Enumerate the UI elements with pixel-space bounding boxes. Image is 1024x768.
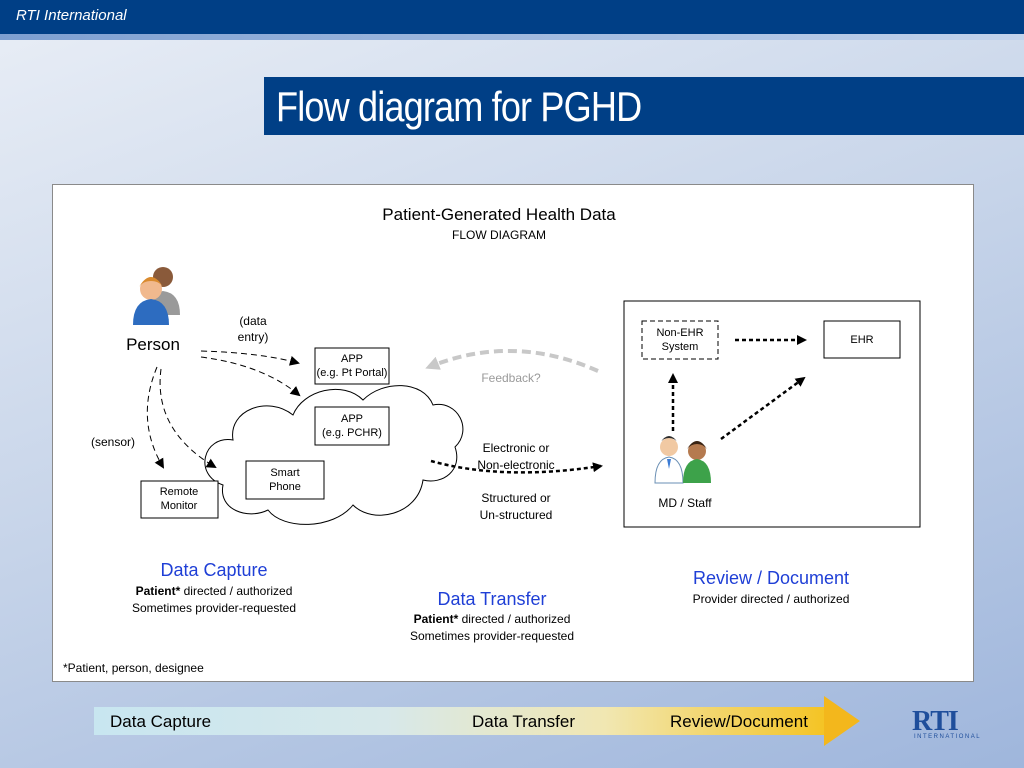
sensor-label: (sensor) <box>91 435 135 449</box>
header-stripe <box>0 34 1024 40</box>
app-pchr-line1: APP <box>341 413 363 425</box>
person-icon <box>133 267 180 325</box>
review-line1: Provider directed / authorized <box>693 592 850 606</box>
org-name: RTI International <box>16 7 127 24</box>
smart-phone-line2: Phone <box>269 481 301 493</box>
app-pchr-box <box>314 406 390 446</box>
person-label: Person <box>126 335 180 354</box>
logo-main-text: RTI <box>912 706 959 737</box>
cloud-shape <box>204 385 464 525</box>
arrow-person-to-phone <box>159 368 217 469</box>
app-portal-box <box>314 347 390 385</box>
transfer-line1-rest: directed / authorized <box>458 612 570 626</box>
capture-line2: Sometimes provider-requested <box>132 601 296 615</box>
app-portal-line2: (e.g. Pt Portal) <box>317 367 388 379</box>
logo-sub-text: INTERNATIONAL <box>914 734 982 740</box>
capture-line1-rest: directed / authorized <box>180 584 292 598</box>
non-ehr-line1: Non-EHR <box>656 327 703 339</box>
feedback-label: Feedback? <box>481 371 541 385</box>
transfer-line1-bold: Patient* <box>414 612 459 626</box>
process-bar-transfer: Data Transfer <box>472 712 575 731</box>
capture-heading: Data Capture <box>160 560 267 580</box>
arrow-person-to-pchr <box>200 356 301 397</box>
flow-diagram: Patient-Generated Health Data FLOW DIAGR… <box>63 205 921 675</box>
remote-monitor-box <box>140 480 219 519</box>
data-entry-label-1: (data <box>239 314 267 328</box>
process-bar-capture: Data Capture <box>110 712 212 731</box>
process-bar-review: Review/Document <box>670 712 808 731</box>
arrow-person-to-monitor <box>146 366 165 469</box>
app-pchr-line2: (e.g. PCHR) <box>322 427 382 439</box>
arrow-person-to-portal <box>200 350 300 366</box>
smart-phone-box <box>245 460 325 500</box>
process-bar-arrow-icon <box>824 696 860 746</box>
transfer-line1: Patient* directed / authorized <box>414 612 571 626</box>
data-entry-label-2: entry) <box>238 330 269 344</box>
md-staff-label: MD / Staff <box>658 496 712 510</box>
slide-title: Flow diagram for PGHD <box>276 83 642 130</box>
footnote: *Patient, person, designee <box>63 661 204 675</box>
slide-title-box: Flow diagram for PGHD <box>264 77 1024 135</box>
app-portal-line1: APP <box>341 353 363 365</box>
diagram-title: Patient-Generated Health Data <box>382 205 616 224</box>
process-bar: Data Capture Data Transfer Review/Docume… <box>94 707 824 735</box>
arrow-md-to-ehr <box>720 376 806 441</box>
remote-monitor-line2: Monitor <box>161 500 198 512</box>
non-ehr-box <box>641 320 719 360</box>
capture-line1: Patient* directed / authorized <box>136 584 293 598</box>
transfer-heading: Data Transfer <box>437 589 546 609</box>
structured-label-1: Structured or <box>481 491 550 505</box>
smart-phone-line1: Smart <box>270 467 299 479</box>
non-ehr-line2: System <box>662 341 699 353</box>
diagram-panel: Patient-Generated Health Data FLOW DIAGR… <box>52 184 974 682</box>
ehr-label: EHR <box>850 334 873 346</box>
rti-logo: RTI INTERNATIONAL <box>910 706 990 742</box>
capture-line1-bold: Patient* <box>136 584 181 598</box>
structured-label-2: Un-structured <box>480 508 553 522</box>
remote-monitor-line1: Remote <box>160 486 199 498</box>
review-heading: Review / Document <box>693 568 849 588</box>
transfer-arrow <box>430 459 603 474</box>
transfer-line2: Sometimes provider-requested <box>410 629 574 643</box>
electronic-label-1: Electronic or <box>483 441 550 455</box>
electronic-label-2: Non-electronic <box>477 458 554 472</box>
top-header-bar: RTI International <box>0 0 1024 34</box>
md-staff-icon <box>654 436 711 484</box>
ehr-box <box>823 320 901 359</box>
feedback-arrow <box>425 349 599 373</box>
diagram-subtitle: FLOW DIAGRAM <box>452 228 546 242</box>
